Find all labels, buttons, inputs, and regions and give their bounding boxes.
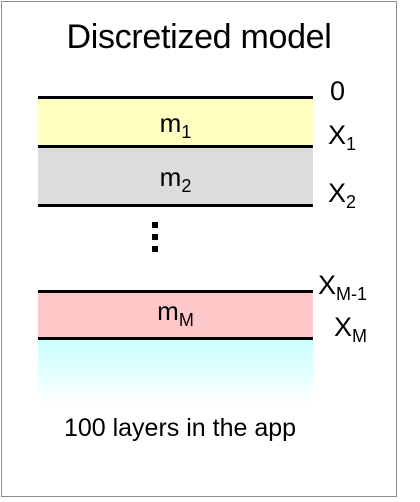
diagram-frame (1, 1, 397, 497)
depth-label-xm: XM (334, 312, 368, 346)
layer-m-label: mM (157, 296, 194, 330)
layer-2-band (38, 148, 313, 207)
footer-note: 100 layers in the app (63, 414, 297, 442)
layer-2-label: m2 (159, 162, 192, 196)
ellipsis-icon (152, 222, 162, 258)
depth-label-zero: 0 (330, 76, 346, 106)
depth-label-xm-1: XM-1 (318, 270, 368, 304)
depth-label-x1: X1 (328, 120, 357, 154)
layer-1-label: m1 (159, 108, 192, 142)
diagram-title: Discretized model (66, 18, 332, 56)
halfspace-band (38, 340, 313, 404)
layer-1-band (38, 96, 313, 148)
depth-label-x2: X2 (328, 178, 357, 212)
layer-m-band (38, 290, 313, 340)
